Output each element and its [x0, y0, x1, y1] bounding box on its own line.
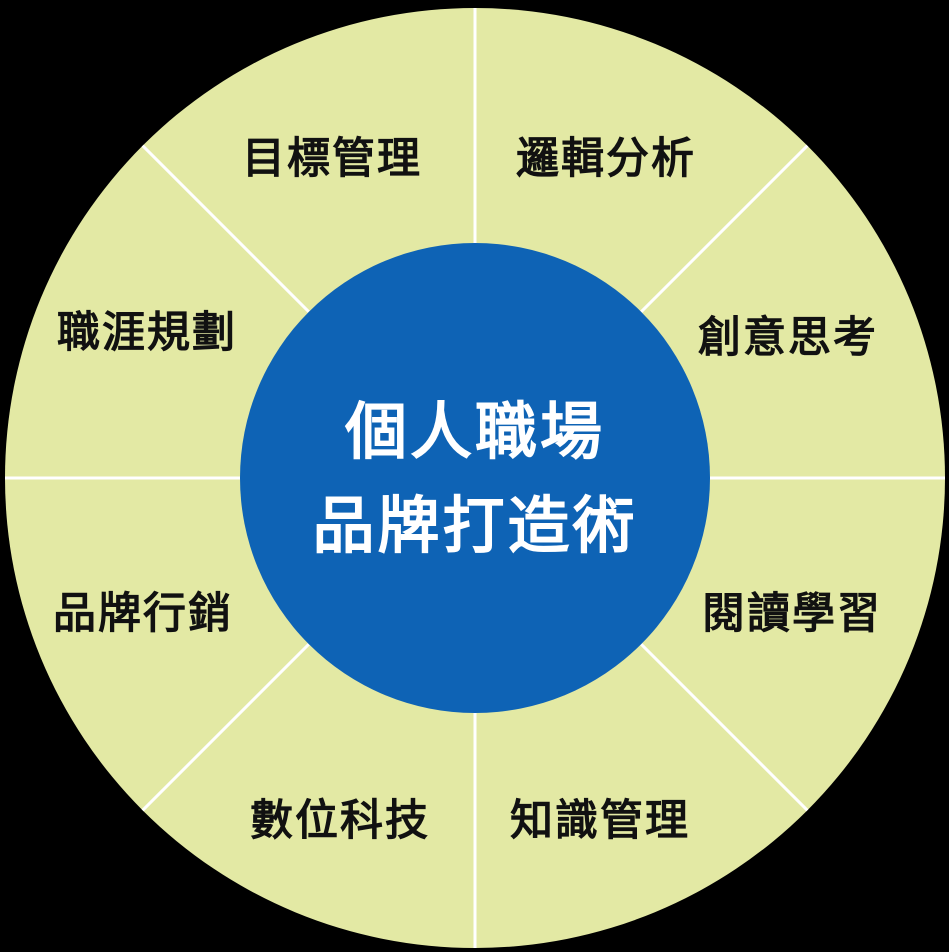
center-title-line2: 品牌打造術	[312, 489, 637, 562]
segment-label-goal-management: 目標管理	[242, 134, 422, 184]
segment-divider	[141, 144, 310, 313]
segment-label-brand-marketing: 品牌行銷	[53, 589, 233, 639]
segment-label-knowledge-management: 知識管理	[510, 796, 690, 846]
segment-label-creative-thinking: 創意思考	[698, 313, 878, 363]
segment-label-reading-learning: 閱讀學習	[702, 589, 882, 639]
segment-label-digital-technology: 數位科技	[250, 796, 430, 846]
segment-dividers	[5, 8, 945, 948]
segment-label-career-planning: 職涯規劃	[57, 308, 237, 358]
center-circle	[240, 243, 710, 713]
segment-divider	[640, 643, 809, 812]
segment-divider	[640, 144, 809, 313]
segment-label-logic-analysis: 邏輯分析	[516, 134, 696, 184]
segment-divider	[141, 643, 310, 812]
center-title-line1: 個人職場	[344, 395, 605, 468]
